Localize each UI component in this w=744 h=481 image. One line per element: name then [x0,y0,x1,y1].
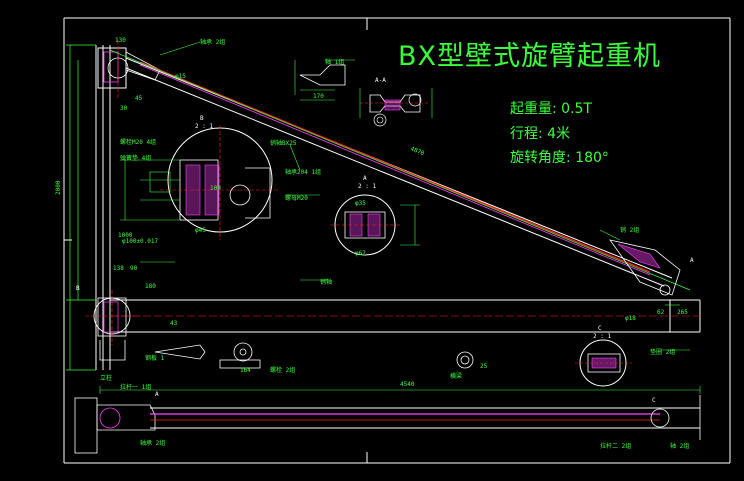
callout-5: 销轴BX25 [270,139,297,147]
detail-view-b [120,125,280,240]
callout-9: 拉杆一 1组 [120,383,151,391]
callout-17: 轴 2组 [670,442,689,450]
bottom-hinge [85,290,140,361]
callout-7: 螺母M20 [285,194,308,202]
callout-20: φ35 [355,200,366,207]
callout-1: 轴承 2组 [200,38,225,46]
view-b-label: B [200,115,204,122]
dim-62: 62 [657,309,665,316]
marker-side-a: A [690,257,694,264]
bottom-plan-view [74,386,701,454]
dim-43: 43 [170,320,178,327]
callout-2: 轴 1组 [325,58,344,66]
dim-100: 100 [210,185,221,192]
drawing-title: BX型壁式旋臂起重机 [398,41,662,72]
dim-2000: 2000 [55,180,62,195]
callout-16: 轴承 2组 [140,439,165,447]
end-lug [609,239,681,296]
spec-capacity: 起重量: 0.5T [510,101,592,117]
callout-11: 立柱 [100,374,112,382]
callout-26: 45 [135,95,143,102]
callout-13: 垫圈 2组 [650,348,675,356]
top-plate [294,60,346,101]
small-parts [154,342,474,369]
spec-travel: 行程: 4米 [510,126,571,142]
leader-lines [140,41,690,351]
view-a-label: A [363,175,367,182]
dim-138: 138 [113,265,124,272]
callout-22: φ45 [195,227,206,234]
view-b-scale: 2 : 1 [195,123,213,130]
dim-170: 170 [313,93,324,100]
section-a-a [359,88,433,127]
callout-21: φ62 [355,250,366,257]
section-aa-label: A-A [375,77,386,84]
boom [110,299,701,333]
dim-1000: 1000 [118,232,133,239]
dim-90: 90 [130,265,138,272]
callout-19: φ100±0.017 [122,238,159,245]
callout-6: 轴承204 1组 [285,168,321,176]
dim-25: 25 [480,363,488,370]
marker-c: C [652,397,656,404]
callout-14: 横梁 [450,372,462,380]
view-labels: B 2 : 1 A 2 : 1 C 2 : 1 A-A B A C A [76,77,694,404]
drawing-frame [63,17,731,464]
dim-164: 164 [240,367,251,374]
dim-265: 265 [677,309,688,316]
marker-b: B [76,285,80,292]
callout-labels: 轴承 2组 轴 1组 螺栓M20 4组 弹簧垫 4组 销轴BX25 轴承204 … [100,38,689,450]
dim-4540: 4540 [400,381,415,388]
dim-130: 130 [115,37,126,44]
view-c-scale: 2 : 1 [593,333,611,340]
detail-view-a [330,194,420,256]
dim-180: 180 [145,283,156,290]
callout-18: 螺栓 2组 [270,366,295,374]
callout-10: 拉杆二 2组 [600,442,631,450]
callout-12: 销 2组 [620,226,639,234]
top-bracket [97,40,161,100]
dimension-lines-left [66,44,96,371]
spec-rotation: 旋转角度: 180° [510,150,609,166]
callout-15: 钢板 1 [145,354,165,362]
callout-4: 弹簧垫 4组 [120,154,151,162]
detail-view-c [575,339,632,387]
callout-3: 螺栓M20 4组 [120,138,156,146]
callout-23: φ15 [175,73,186,80]
tie-rod [109,49,691,291]
callout-24: φ18 [625,315,636,322]
dimension-labels: 130 170 4870 4540 2000 1000 180 138 90 2… [55,37,688,388]
view-c-label: C [598,325,602,332]
view-a-scale: 2 : 1 [358,183,376,190]
marker-a: A [155,391,159,398]
callout-25: 30 [120,105,128,112]
callout-8: 销轴 [320,278,332,286]
dim-4870: 4870 [409,145,425,157]
